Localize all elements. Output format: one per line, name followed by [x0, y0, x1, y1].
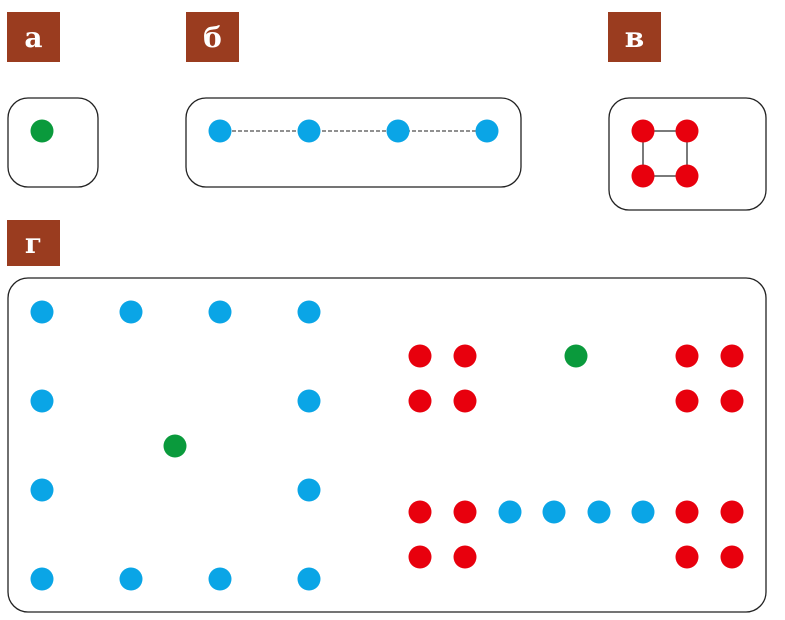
blue-dot	[542, 500, 566, 524]
green-dot	[163, 434, 187, 458]
red-dot	[453, 389, 477, 413]
red-dot	[675, 344, 699, 368]
red-dot	[675, 119, 699, 143]
label-v: в	[608, 12, 661, 62]
red-dot	[453, 500, 477, 524]
blue-dot	[208, 567, 232, 591]
red-dot	[408, 344, 432, 368]
red-dot	[453, 545, 477, 569]
panel-b	[185, 97, 522, 188]
red-dot	[720, 389, 744, 413]
blue-dot	[475, 119, 499, 143]
red-dot	[720, 344, 744, 368]
red-dot	[408, 389, 432, 413]
red-dot	[675, 389, 699, 413]
label-g: г	[7, 220, 60, 266]
blue-dot	[297, 119, 321, 143]
blue-dot	[297, 300, 321, 324]
blue-dot	[208, 300, 232, 324]
blue-dot	[30, 389, 54, 413]
red-dot	[720, 500, 744, 524]
red-dot	[408, 500, 432, 524]
blue-dot	[30, 478, 54, 502]
panel-v	[608, 97, 767, 211]
blue-dot	[498, 500, 522, 524]
red-dot	[675, 164, 699, 188]
blue-dot	[386, 119, 410, 143]
red-dot	[720, 545, 744, 569]
red-dot	[408, 545, 432, 569]
blue-dot	[631, 500, 655, 524]
panel-g	[7, 277, 767, 613]
red-dot	[675, 545, 699, 569]
blue-dot	[297, 567, 321, 591]
red-dot	[631, 164, 655, 188]
label-a: а	[7, 12, 60, 62]
blue-dot	[119, 300, 143, 324]
red-dot	[453, 344, 477, 368]
blue-dot	[119, 567, 143, 591]
blue-dot	[297, 478, 321, 502]
blue-dot	[208, 119, 232, 143]
blue-dot	[587, 500, 611, 524]
green-dot	[30, 119, 54, 143]
green-dot	[564, 344, 588, 368]
panel-a	[7, 97, 99, 188]
blue-dot	[30, 567, 54, 591]
label-b: б	[186, 12, 239, 62]
red-dot	[631, 119, 655, 143]
blue-dot	[30, 300, 54, 324]
square-link	[642, 130, 688, 177]
red-dot	[675, 500, 699, 524]
blue-dot	[297, 389, 321, 413]
